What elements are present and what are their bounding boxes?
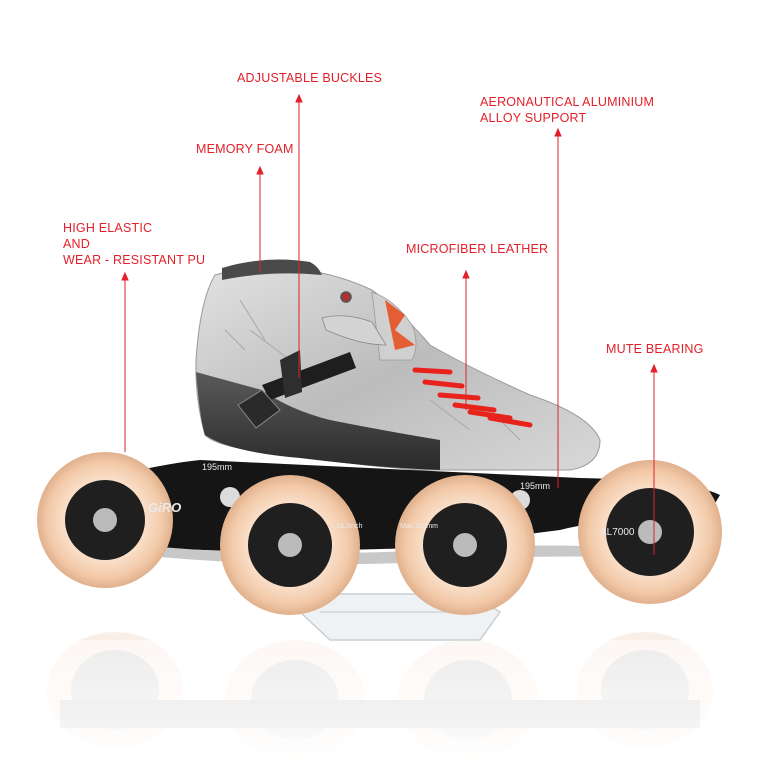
arrow-up-icon — [256, 165, 264, 175]
frame-brand: GiRO — [148, 500, 181, 515]
arrow-up-icon — [554, 127, 562, 137]
arrow-up-icon — [295, 93, 303, 103]
wheels — [37, 452, 722, 615]
callout-memory-foam: MEMORY FOAM — [196, 142, 294, 156]
frame-model: AL7000 — [600, 527, 635, 538]
wheel-3 — [395, 475, 535, 615]
callout-lines — [121, 93, 658, 555]
wheel-1 — [37, 452, 173, 588]
callout-high-elastic-line2: AND — [63, 237, 90, 251]
callout-high-elastic-line1: HIGH ELASTIC — [63, 221, 153, 235]
wheel-2 — [220, 475, 360, 615]
frame-length: 13.2inch — [336, 523, 363, 530]
arrow-up-icon — [650, 363, 658, 373]
frame-size-right: 195mm — [520, 481, 550, 491]
wheel-4 — [578, 460, 722, 604]
boot — [195, 259, 601, 471]
callout-aero-line2: ALLOY SUPPORT — [480, 111, 587, 125]
callout-aero-line1: AERONAUTICAL ALUMINIUM — [480, 95, 655, 109]
frame-max-wheel: Max.110mm — [400, 523, 438, 530]
callout-mute-bearing: MUTE BEARING — [606, 342, 704, 356]
frame-size-left: 195mm — [202, 462, 232, 472]
callout-aeronautical: AERONAUTICAL ALUMINIUM ALLOY SUPPORT — [480, 94, 654, 126]
arrow-up-icon — [121, 271, 129, 281]
arrow-up-icon — [462, 269, 470, 279]
callout-microfiber: MICROFIBER LEATHER — [406, 242, 549, 256]
callout-high-elastic: HIGH ELASTIC AND WEAR - RESISTANT PU — [63, 220, 205, 268]
callout-high-elastic-line3: WEAR - RESISTANT PU — [63, 253, 206, 267]
callout-adjustable-buckles: ADJUSTABLE BUCKLES — [237, 71, 383, 85]
